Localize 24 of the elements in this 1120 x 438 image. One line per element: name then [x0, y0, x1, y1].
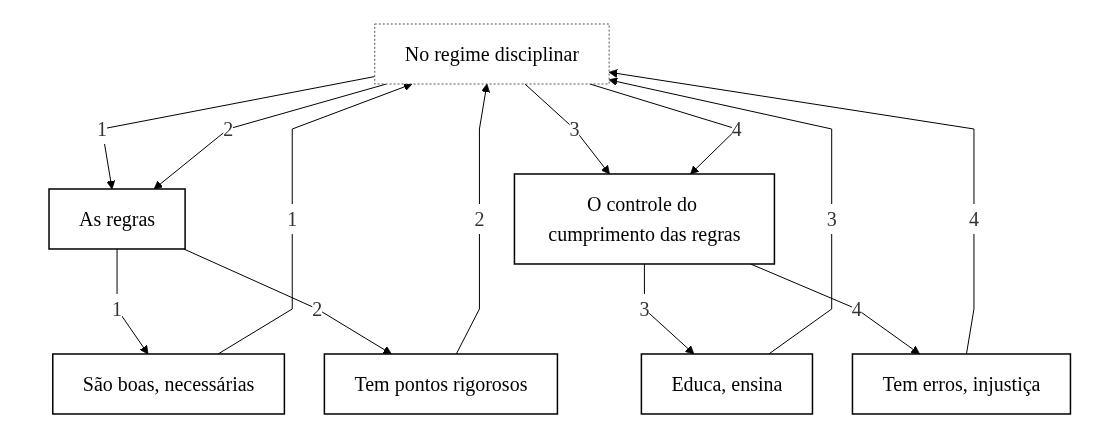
edge-label: 3 — [639, 297, 650, 320]
node-box: No regime disciplinar — [374, 23, 610, 85]
arrow — [101, 76, 376, 190]
arrow — [750, 263, 921, 355]
edge-label: 3 — [826, 207, 837, 230]
edge-label: 3 — [569, 118, 580, 140]
edge-label: 4 — [731, 118, 742, 140]
node-box: Tem pontos rigorosos — [323, 353, 559, 415]
node-box: Tem erros, injustiça — [852, 353, 1072, 415]
edge-label: 1 — [287, 207, 298, 230]
node-box: O controle do cumprimento das regras — [513, 173, 776, 265]
arrow — [456, 83, 491, 355]
edge-label: 4 — [851, 297, 862, 320]
arrow — [183, 248, 393, 355]
edge-label: 2 — [312, 297, 323, 320]
arrow — [524, 83, 611, 175]
edge-label: 2 — [474, 207, 485, 230]
edge-label: 1 — [97, 118, 108, 140]
node-box: As regras — [48, 188, 187, 250]
edge-label: 4 — [969, 207, 980, 230]
node-box: Educa, ensina — [640, 353, 814, 415]
edge-label: 1 — [112, 297, 123, 320]
node-box: São boas, necessárias — [52, 353, 286, 415]
edge-label: 2 — [223, 118, 234, 140]
